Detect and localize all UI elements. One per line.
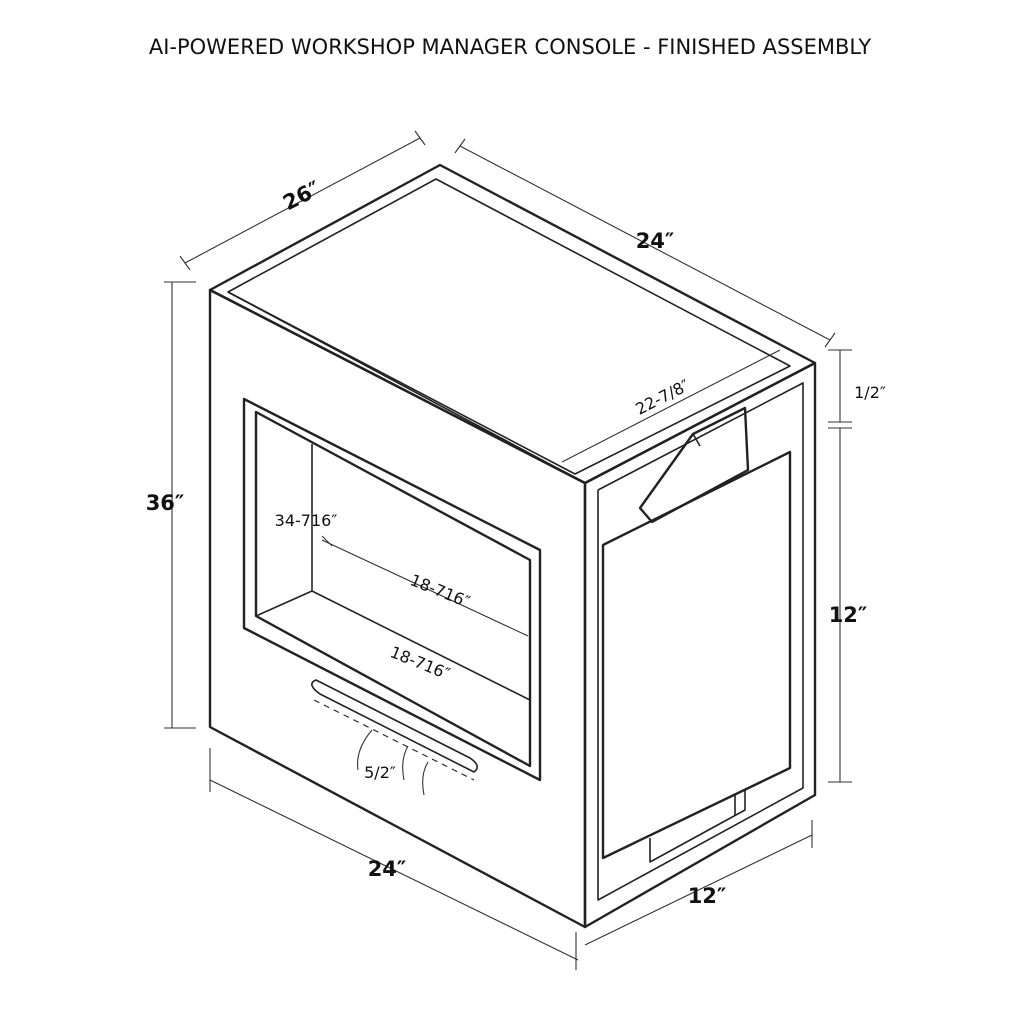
dim-side-depth: 12″ (688, 884, 727, 908)
side-inner-frame (597, 382, 804, 901)
side-face (583, 361, 817, 929)
opening-recess-left (255, 590, 313, 617)
opening-recess-floor (311, 590, 531, 701)
front-opening-inner (254, 410, 532, 768)
dim-opening-width-upper: 18-716″ (407, 570, 472, 611)
side-access-panel (601, 450, 792, 860)
dim-inner-top-width: 22-7/8″ (632, 375, 692, 418)
dim-top-thickness: 1/2″ (854, 383, 886, 402)
front-face-edge (227, 291, 586, 484)
cabinet (208, 163, 817, 929)
dim-opening-height: 34-716″ (275, 511, 338, 530)
drawing-title: AI-POWERED WORKSHOP MANAGER CONSOLE - FI… (149, 35, 872, 59)
front-face (208, 288, 587, 929)
dim-slot-callout: 5/2″ (364, 763, 396, 782)
side-bracket (638, 406, 750, 524)
dim-side-height: 12″ (829, 603, 868, 627)
dim-opening-width-lower: 18-716″ (387, 642, 452, 683)
dimension-lines (164, 130, 852, 970)
dim-height: 36″ (146, 491, 185, 515)
front-slot-dashed (313, 699, 475, 781)
side-panel-foot (649, 790, 746, 863)
top-panel-inner (227, 178, 791, 475)
front-opening-frame (242, 397, 542, 782)
dim-front-width: 24″ (368, 857, 407, 881)
dim-top-width: 24″ (636, 229, 675, 253)
side-bracket-line (692, 433, 701, 447)
front-slot (311, 679, 478, 773)
